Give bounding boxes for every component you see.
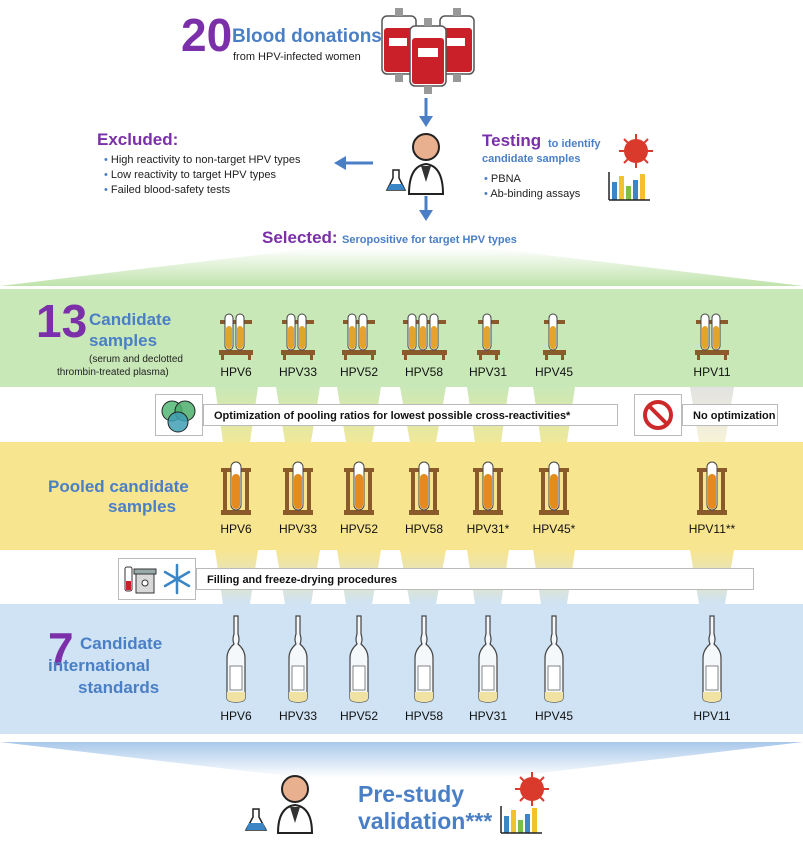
stage2-label: HPV45* bbox=[532, 522, 576, 536]
stage3-label: HPV58 bbox=[404, 709, 444, 723]
no-optimization-bar: No optimization bbox=[682, 404, 778, 426]
testing-item: PBNA bbox=[484, 172, 580, 187]
testing-list: PBNA Ab-binding assays bbox=[484, 172, 580, 202]
testing-subtitle-b: candidate samples bbox=[482, 153, 581, 165]
stage3-title-b: international bbox=[48, 656, 151, 675]
venn-icon bbox=[161, 400, 196, 433]
sample-rack-icon bbox=[281, 313, 315, 360]
stage1-count: 13 bbox=[36, 295, 88, 347]
sample-rack-icon bbox=[542, 313, 566, 360]
stage2-title-b: samples bbox=[108, 497, 177, 516]
ampoule-icon bbox=[544, 615, 564, 703]
stage1-label: HPV33 bbox=[278, 365, 318, 379]
pooled-tube-icon bbox=[697, 461, 727, 515]
excluded-list: High reactivity to non-target HPV types … bbox=[104, 153, 301, 198]
selected-title: Selected: bbox=[262, 228, 338, 247]
pooled-tube-icon bbox=[344, 461, 374, 515]
stage2-label: HPV11** bbox=[688, 522, 736, 536]
sample-rack-icon bbox=[476, 313, 500, 360]
ampoule-icon bbox=[226, 615, 246, 703]
testing-subtitle-a: to identify bbox=[548, 138, 601, 150]
selected-text: Seropositive for target HPV types bbox=[342, 234, 517, 246]
virus-chart-icon bbox=[500, 772, 549, 834]
stage1-label: HPV58 bbox=[404, 365, 444, 379]
sample-rack-icon bbox=[219, 313, 253, 360]
stage3-label: HPV45 bbox=[534, 709, 574, 723]
ampoule-icon bbox=[414, 615, 434, 703]
prohibited-icon bbox=[643, 400, 673, 430]
stage1-title-a: Candidate bbox=[89, 310, 172, 329]
sample-rack-icon bbox=[695, 313, 729, 360]
stage2-label: HPV52 bbox=[339, 522, 379, 536]
pooled-tube-icon bbox=[221, 461, 251, 515]
excluded-item: High reactivity to non-target HPV types bbox=[104, 153, 301, 168]
excluded-item: Failed blood-safety tests bbox=[104, 183, 300, 198]
pooled-tube-icon bbox=[539, 461, 569, 515]
pooled-tube-icon bbox=[283, 461, 313, 515]
stage1-label: HPV45 bbox=[534, 365, 574, 379]
stage3-label: HPV52 bbox=[339, 709, 379, 723]
stage1-label: HPV52 bbox=[339, 365, 379, 379]
virus-chart-icon bbox=[608, 134, 653, 201]
venn-icon-box bbox=[155, 394, 203, 436]
freeze-dry-icon bbox=[124, 563, 191, 595]
stage3-label: HPV6 bbox=[220, 709, 252, 723]
sample-rack-icon bbox=[342, 313, 376, 360]
pooled-tube-icon bbox=[473, 461, 503, 515]
testing-title: Testing bbox=[482, 131, 542, 150]
stage1-label: HPV31 bbox=[468, 365, 508, 379]
stage2-label: HPV6 bbox=[220, 522, 252, 536]
scientist-icon bbox=[385, 133, 445, 195]
no-icon-box bbox=[634, 394, 682, 436]
stage1-note-a: (serum and declotted bbox=[89, 354, 183, 365]
pooled-tube-icon bbox=[409, 461, 439, 515]
stage1-note-b: thrombin-treated plasma) bbox=[57, 367, 169, 378]
testing-item: Ab-binding assays bbox=[484, 187, 580, 202]
freeze-icon-box bbox=[118, 558, 196, 600]
scientist-icon bbox=[244, 775, 314, 834]
blood-bags-icon bbox=[381, 8, 475, 94]
stage3-count: 7 bbox=[48, 623, 74, 675]
stage2-label: HPV33 bbox=[278, 522, 318, 536]
ampoule-icon bbox=[288, 615, 308, 703]
selected-line: Selected: Seropositive for target HPV ty… bbox=[262, 228, 517, 248]
ampoule-icon bbox=[478, 615, 498, 703]
donations-title: Blood donations bbox=[232, 26, 382, 47]
final-title-a: Pre-study bbox=[358, 781, 465, 807]
stage3-title-a: Candidate bbox=[80, 634, 163, 653]
ampoule-icon bbox=[702, 615, 722, 703]
donation-count: 20 bbox=[181, 9, 233, 61]
filling-bar: Filling and freeze-drying procedures bbox=[196, 568, 754, 590]
sample-rack-icon bbox=[401, 313, 447, 360]
stage3-label: HPV11 bbox=[693, 709, 731, 723]
excluded-item: Low reactivity to target HPV types bbox=[104, 168, 300, 183]
ampoule-icon bbox=[349, 615, 369, 703]
stage3-label: HPV33 bbox=[278, 709, 318, 723]
excluded-title: Excluded: bbox=[97, 130, 179, 149]
stage2-title-a: Pooled candidate bbox=[48, 477, 189, 496]
stage2-label: HPV58 bbox=[404, 522, 444, 536]
optimization-bar: Optimization of pooling ratios for lowes… bbox=[203, 404, 618, 426]
stage1-title-b: samples bbox=[89, 331, 158, 350]
stage3-title-c: standards bbox=[78, 678, 160, 697]
stage2-label: HPV31* bbox=[466, 522, 510, 536]
final-title-b: validation*** bbox=[358, 808, 493, 834]
stage1-label: HPV11 bbox=[693, 365, 731, 379]
stage1-label: HPV6 bbox=[220, 365, 252, 379]
donations-subtitle: from HPV-infected women bbox=[233, 51, 361, 63]
stage3-label: HPV31 bbox=[468, 709, 508, 723]
